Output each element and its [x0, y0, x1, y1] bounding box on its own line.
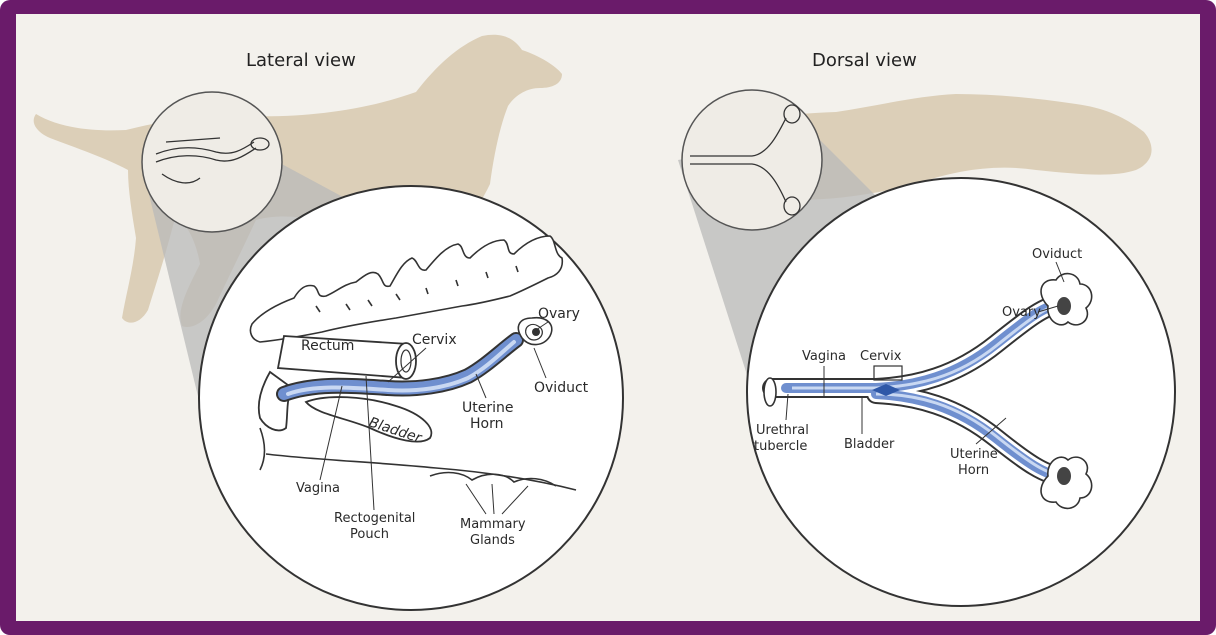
label-oviduct-lateral: Oviduct — [534, 380, 589, 396]
label-rectogenital-2: Pouch — [350, 527, 389, 542]
lateral-small-circle — [142, 92, 282, 232]
label-mammary-1: Mammary — [460, 517, 526, 532]
diagram-canvas: Lateral view — [16, 14, 1200, 621]
lateral-view: Lateral view — [34, 35, 623, 610]
label-uterine-horn-dorsal-2: Horn — [958, 463, 989, 478]
label-mammary-2: Glands — [470, 533, 515, 548]
label-vagina-dorsal: Vagina — [802, 349, 846, 364]
label-uterine-horn-dorsal-1: Uterine — [950, 447, 998, 462]
label-urethral-1: Urethral — [756, 423, 809, 438]
dorsal-view-title: Dorsal view — [812, 50, 917, 71]
label-cervix-dorsal: Cervix — [860, 349, 902, 364]
diagram-svg: Lateral view — [16, 14, 1200, 621]
label-vagina-lateral: Vagina — [296, 481, 340, 496]
label-cervix-lateral: Cervix — [412, 332, 457, 348]
label-urethral-2: tubercle — [754, 439, 807, 454]
label-ovary-lateral: Ovary — [538, 306, 580, 322]
label-rectum: Rectum — [301, 338, 354, 354]
label-uterine-horn-lateral-2: Horn — [470, 416, 503, 432]
label-uterine-horn-lateral-1: Uterine — [462, 400, 513, 416]
label-oviduct-dorsal: Oviduct — [1032, 247, 1082, 262]
label-ovary-dorsal: Ovary — [1002, 305, 1041, 320]
dorsal-small-circle — [682, 90, 822, 230]
dorsal-view: Dorsal view — [678, 50, 1175, 606]
label-rectogenital-1: Rectogenital — [334, 511, 415, 526]
label-bladder-dorsal: Bladder — [844, 437, 895, 452]
lateral-view-title: Lateral view — [246, 50, 356, 71]
